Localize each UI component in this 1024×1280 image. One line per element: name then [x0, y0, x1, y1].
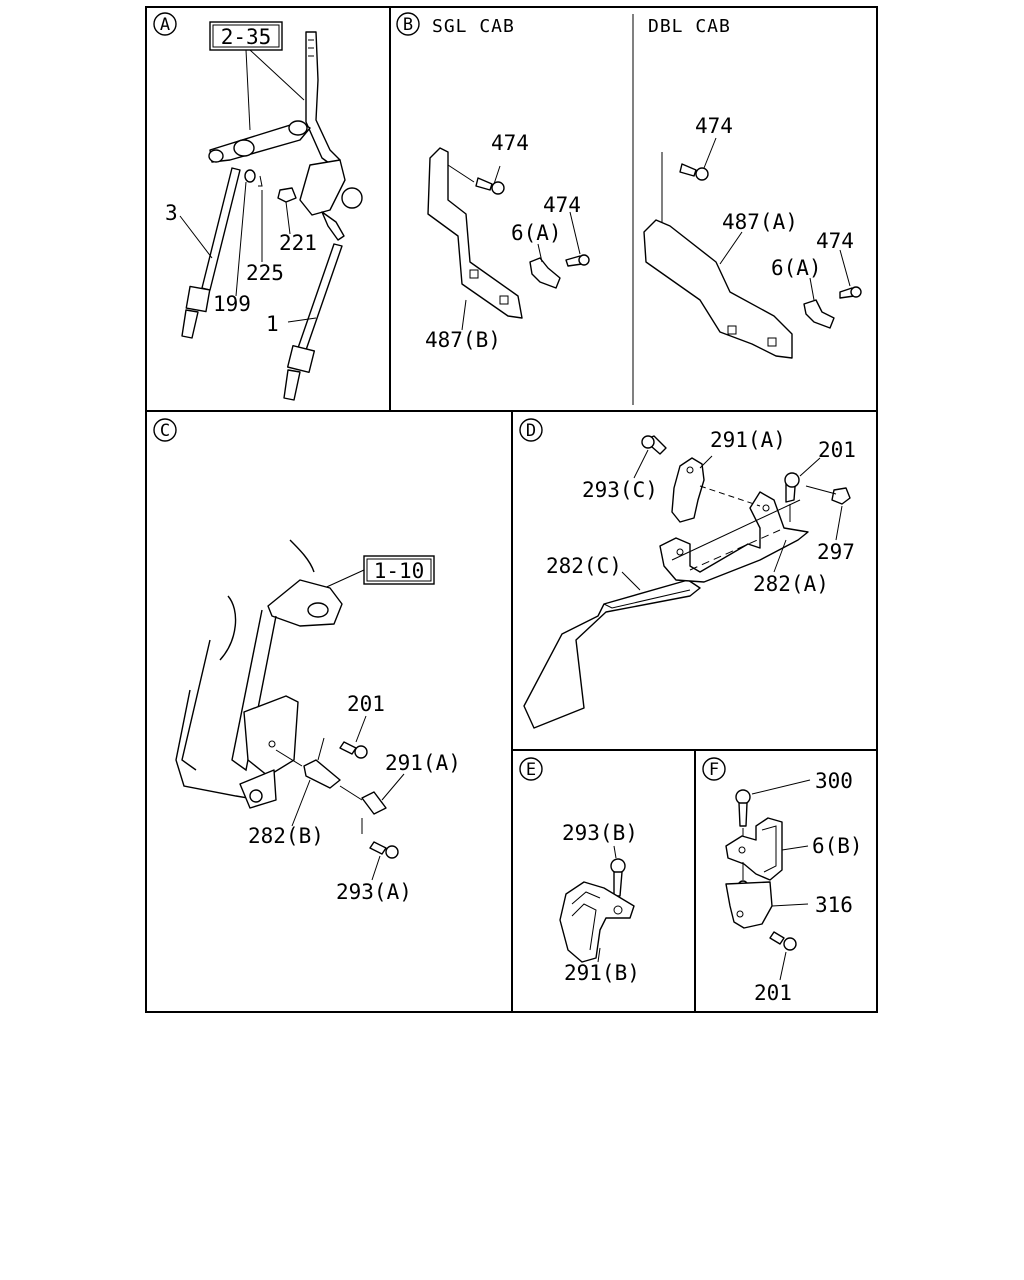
svg-text:A: A: [160, 15, 170, 35]
sgl-bracket-drawing: [427, 147, 590, 331]
callouts-e: 293(B) 291(B): [562, 821, 640, 985]
callout-1: 1: [266, 312, 279, 336]
bracket-d-drawing: [523, 435, 851, 729]
clamp-e-drawing: [559, 845, 635, 963]
callout-474-dbl-lower: 474: [816, 229, 854, 253]
callout-293b: 293(B): [562, 821, 638, 845]
panel-b: B SGL CAB DBL CAB 474 474 6(A) 487(B): [396, 12, 862, 359]
callouts-b-dbl: 474 487(A) 474 6(A): [695, 114, 854, 280]
dbl-bracket-drawing: [643, 137, 862, 359]
section-badge-e: E: [519, 757, 543, 781]
panel-c: C 1-10: [153, 418, 461, 904]
reference-box-1-10: 1-10: [319, 555, 435, 591]
callout-300: 300: [815, 769, 853, 793]
cab-frame-drawing: [175, 539, 405, 881]
svg-text:F: F: [709, 760, 719, 780]
svg-text:2-35: 2-35: [221, 25, 272, 49]
callout-291a-c: 291(A): [385, 751, 461, 775]
svg-text:B: B: [403, 15, 413, 35]
section-badge-d: D: [519, 418, 543, 442]
stay-f-drawing: [725, 779, 811, 981]
callout-225: 225: [246, 261, 284, 285]
svg-text:C: C: [160, 421, 170, 441]
callout-474-lower: 474: [543, 193, 581, 217]
callout-291a-d: 291(A): [710, 428, 786, 452]
callout-201-c: 201: [347, 692, 385, 716]
sgl-cab-title: SGL CAB: [432, 16, 515, 37]
callout-316: 316: [815, 893, 853, 917]
svg-text:D: D: [526, 421, 536, 441]
callout-6a-dbl: 6(A): [771, 256, 822, 280]
callout-282c: 282(C): [546, 554, 622, 578]
diagram-frame: [145, 6, 878, 1013]
callout-474-upper: 474: [491, 131, 529, 155]
callout-199: 199: [213, 292, 251, 316]
shift-lever-drawing: [179, 31, 363, 401]
callouts-d: 291(A) 201 293(C) 297 282(C) 282(A): [546, 428, 856, 596]
callouts-b-sgl: 474 474 6(A) 487(B): [425, 131, 581, 352]
callout-291b: 291(B): [564, 961, 640, 985]
callout-6b: 6(B): [812, 834, 863, 858]
svg-text:1-10: 1-10: [374, 559, 425, 583]
section-badge-b: B: [396, 12, 420, 36]
callout-3: 3: [165, 201, 178, 225]
callouts-c: 201 291(A) 282(B) 293(A): [248, 692, 461, 904]
callout-487a: 487(A): [722, 210, 798, 234]
panel-f: F 300 6(B) 316 201: [702, 757, 863, 1005]
section-badge-f: F: [702, 757, 726, 781]
callout-297: 297: [817, 540, 855, 564]
callout-282b: 282(B): [248, 824, 324, 848]
callouts-a: 3 199 225 221 1: [165, 201, 317, 336]
section-badge-a: A: [153, 12, 177, 36]
callout-293c: 293(C): [582, 478, 658, 502]
callout-293a: 293(A): [336, 880, 412, 904]
panel-e: E 293(B) 291(B): [519, 757, 640, 985]
callout-6a: 6(A): [511, 221, 562, 245]
callout-201-d: 201: [818, 438, 856, 462]
callout-487b: 487(B): [425, 328, 501, 352]
svg-text:E: E: [526, 760, 536, 780]
panel-d: D: [519, 418, 856, 729]
dbl-cab-title: DBL CAB: [648, 16, 731, 37]
reference-box-2-35: 2-35: [209, 21, 283, 51]
panel-a: A 2-35: [153, 12, 363, 401]
callout-474-dbl-upper: 474: [695, 114, 733, 138]
callout-221: 221: [279, 231, 317, 255]
callouts-f: 300 6(B) 316 201: [754, 769, 863, 1005]
callout-201-f: 201: [754, 981, 792, 1005]
callout-282a: 282(A): [753, 572, 829, 596]
section-badge-c: C: [153, 418, 177, 442]
